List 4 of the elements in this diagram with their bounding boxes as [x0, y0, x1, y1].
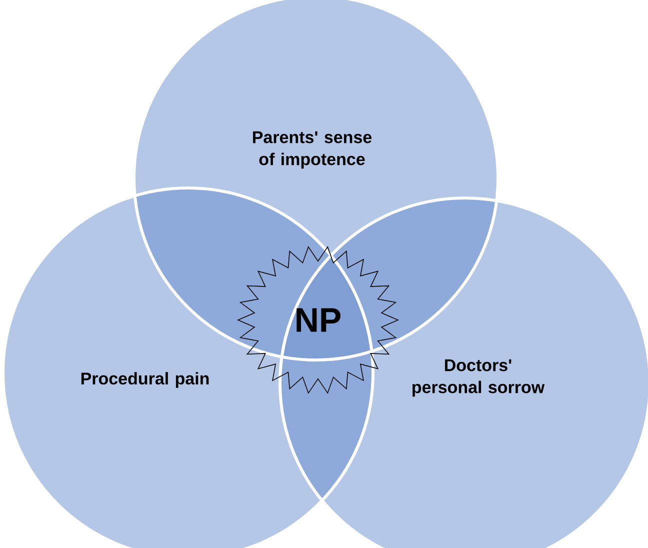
circle-label: Parents' sense of impotence [253, 131, 372, 169]
circle-label: Doctors' personal sorrow [412, 359, 545, 397]
circle-label: Procedural pain [81, 372, 209, 388]
starburst-label: NP [296, 308, 340, 332]
